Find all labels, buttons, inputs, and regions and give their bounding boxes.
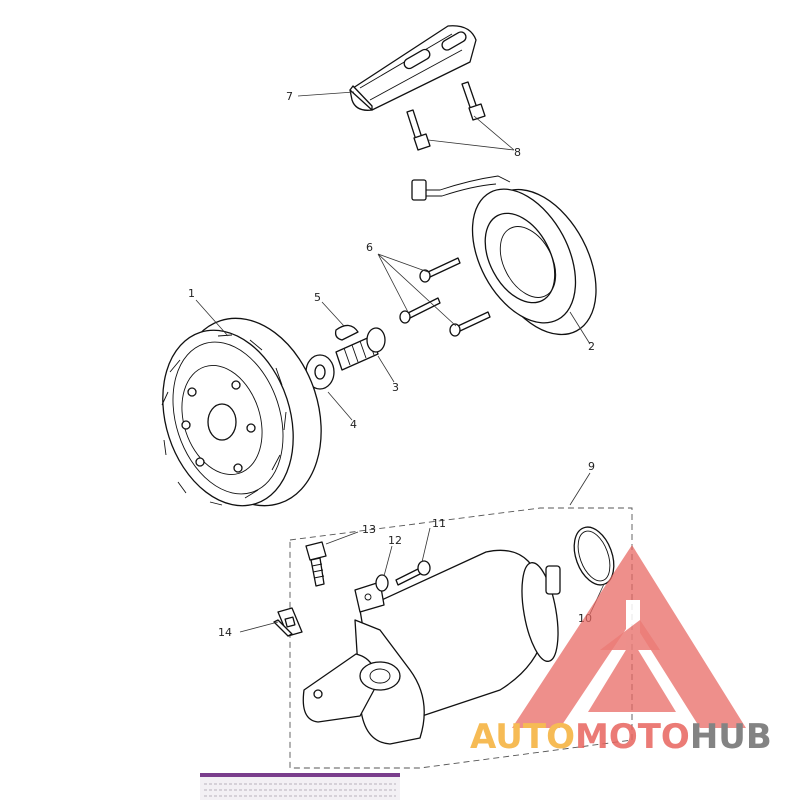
- part-8-bolts: [406, 81, 486, 151]
- starter-motor: [302, 549, 561, 745]
- callout-12: 12: [388, 534, 402, 547]
- callout-7: 7: [286, 90, 293, 103]
- logo-triangle-icon: [512, 545, 746, 728]
- part-6-bolts: [399, 257, 491, 337]
- callout-5: 5: [314, 291, 321, 304]
- bottom-banner-strip: [200, 773, 400, 800]
- part-7-cover: [349, 25, 477, 111]
- part-11-screw: [395, 560, 431, 586]
- logo-text-auto: AUTO: [470, 717, 575, 757]
- logo-text-hub: HUB: [690, 717, 772, 757]
- callout-2: 2: [588, 340, 595, 353]
- callout-14: 14: [218, 626, 232, 639]
- part-5-key: [334, 324, 359, 341]
- watermark-logo: AUTOMOTOHUB: [470, 545, 772, 757]
- callout-1: 1: [188, 287, 195, 300]
- part-14-bracket: [273, 607, 303, 637]
- callout-13: 13: [362, 523, 376, 536]
- part-3-bolt: [335, 327, 386, 371]
- svg-text:AUTOMOTOHUB: AUTOMOTOHUB: [470, 717, 772, 757]
- callout-8: 8: [514, 146, 521, 159]
- callout-3: 3: [392, 381, 399, 394]
- part-9-group-outline: [289, 507, 633, 769]
- part-1-rotor: [161, 317, 322, 507]
- callout-11: 11: [432, 517, 446, 530]
- logo-text-moto: MOTO: [575, 717, 690, 757]
- part-13-bolt: [305, 541, 327, 587]
- callout-6: 6: [366, 241, 373, 254]
- part-12-washer: [375, 574, 389, 592]
- callout-4: 4: [350, 418, 357, 431]
- part-2-stator: [411, 175, 597, 336]
- callout-9: 9: [588, 460, 595, 473]
